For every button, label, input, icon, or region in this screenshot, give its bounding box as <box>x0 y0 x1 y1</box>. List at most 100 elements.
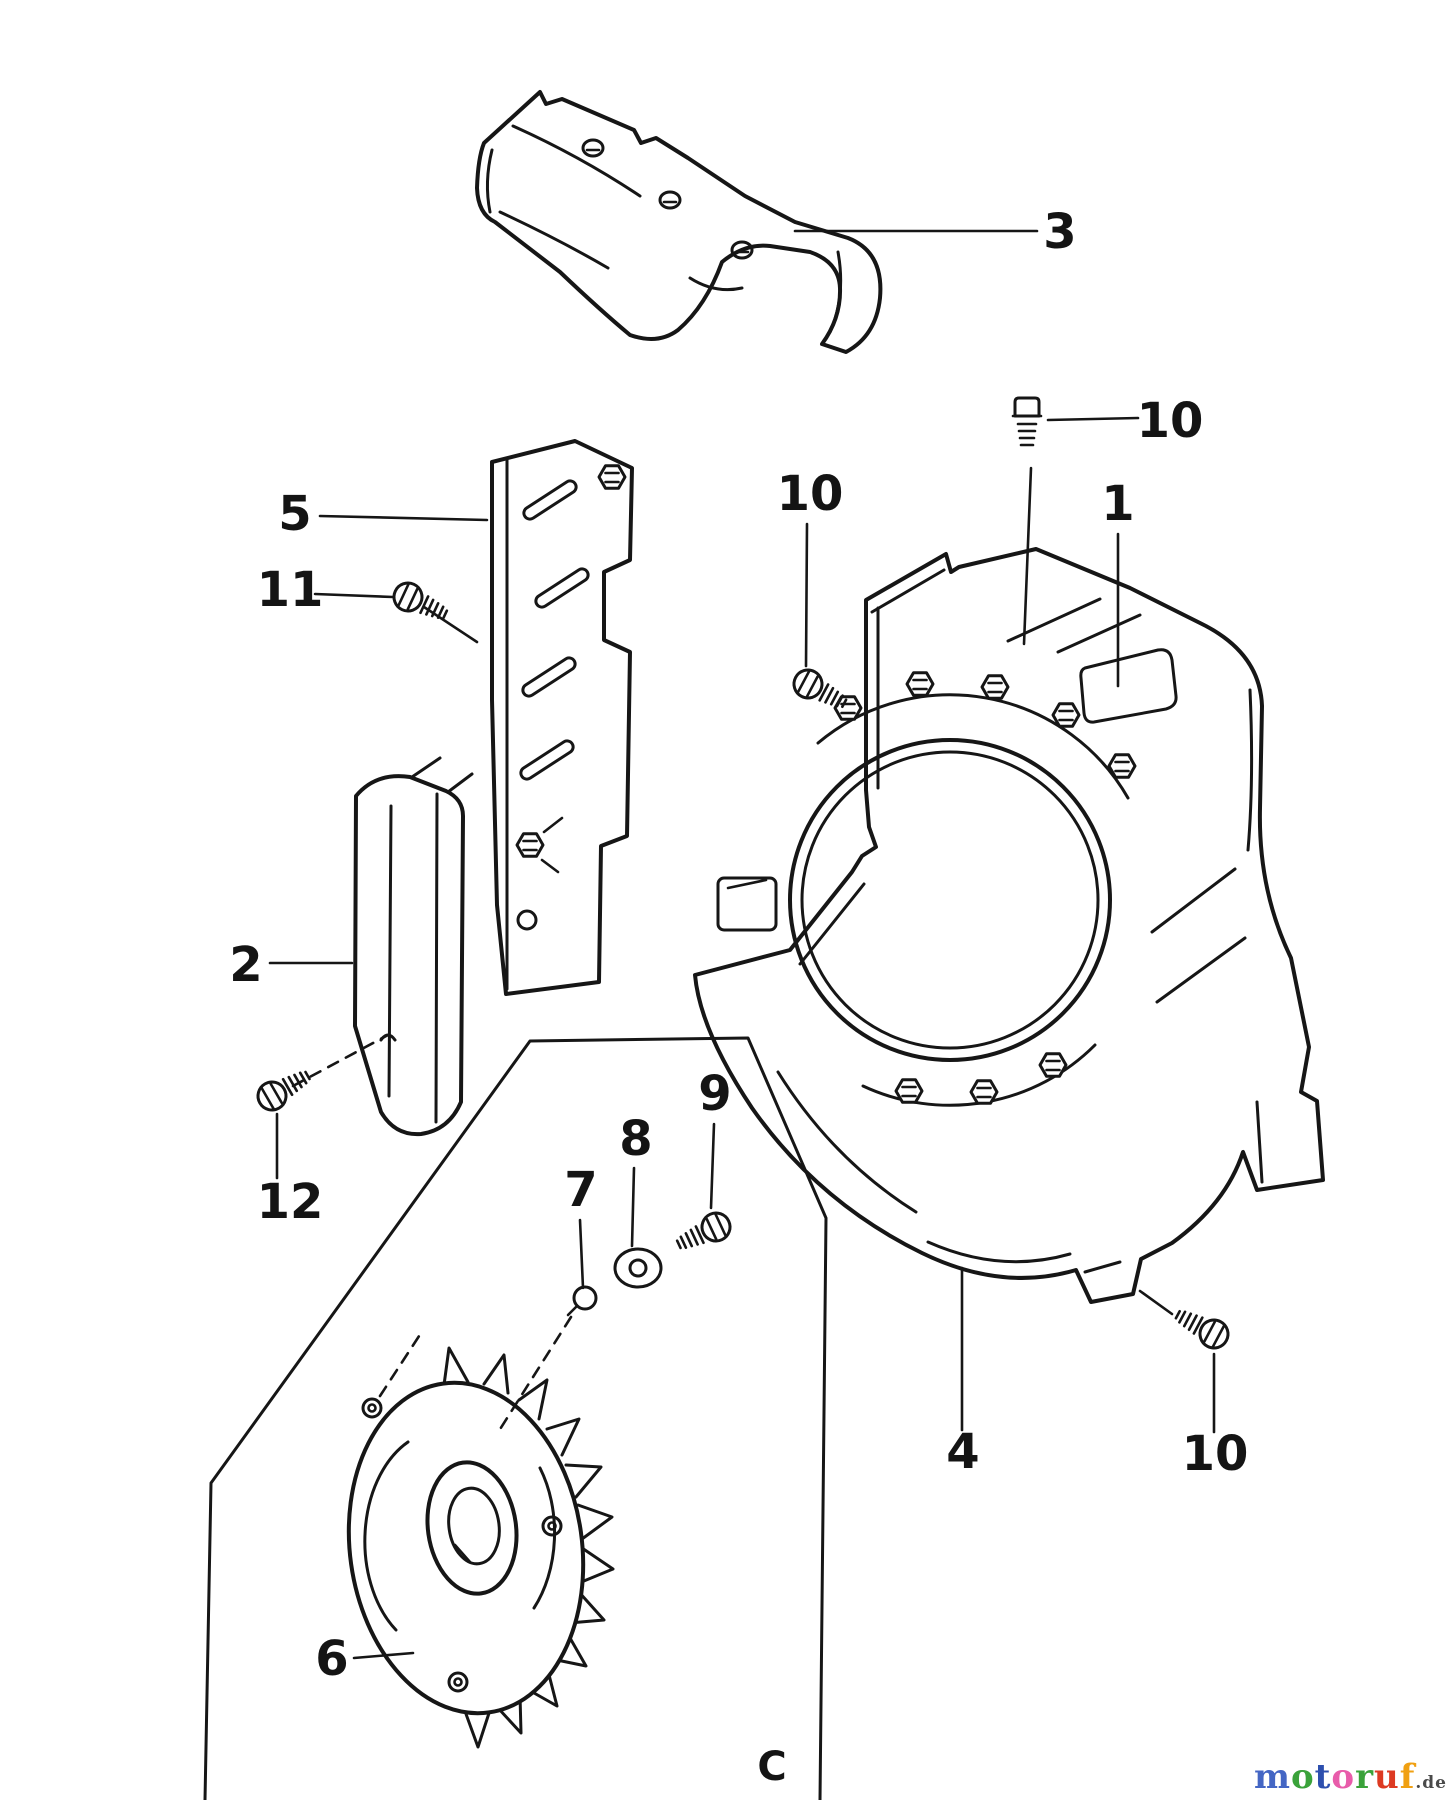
part-9-bolt <box>671 1206 737 1259</box>
fan-blades <box>442 1346 615 1749</box>
flange-bolt <box>894 1078 924 1104</box>
part-5-bracket-plate <box>490 439 634 996</box>
hex-nut <box>597 464 627 490</box>
flange-bolt <box>905 671 935 697</box>
leader-10-bottom-diag <box>1138 1289 1174 1316</box>
fan-axis-dashed <box>378 1328 425 1398</box>
leader-10-top-long <box>1022 466 1033 646</box>
logo-letter: u <box>1374 1757 1400 1797</box>
part-label-5: 5 <box>278 486 311 542</box>
part-label-12: 12 <box>257 1174 324 1230</box>
housing-opening-inner <box>800 750 1100 1050</box>
leader-11b <box>422 605 479 644</box>
leader-11 <box>313 592 395 599</box>
part-5-slot <box>521 656 577 698</box>
part-3-hole <box>730 240 754 260</box>
part-3-cover-bracket <box>475 90 883 354</box>
part-label-8: 8 <box>619 1111 652 1167</box>
flange-bolt <box>980 674 1010 700</box>
fan-bolt-hole <box>541 1515 563 1537</box>
fan-disc <box>346 1380 586 1716</box>
part-3-slot <box>688 276 744 292</box>
fan-disc-arc <box>363 1440 410 1632</box>
part-8-washer <box>613 1247 663 1289</box>
part-label-9: 9 <box>698 1066 731 1122</box>
motoruf-logo: motoruf.de <box>1254 1760 1447 1794</box>
fan-bore <box>447 1486 501 1566</box>
part-label-1: 1 <box>1101 476 1134 532</box>
part-2-tab <box>410 756 474 794</box>
logo-letter: t <box>1314 1757 1332 1797</box>
part-label-7: 7 <box>564 1162 597 1218</box>
flange-bolt <box>1107 753 1137 779</box>
part-2-fold-line <box>434 792 439 1124</box>
fan-hub <box>425 1460 519 1596</box>
logo-letter: m <box>1254 1757 1291 1797</box>
housing-edge-inner <box>870 568 946 614</box>
flange-bolt <box>969 1079 999 1105</box>
motoruf-logo-suffix: .de <box>1415 1773 1447 1793</box>
fan-bolt-hole <box>447 1671 469 1693</box>
part-1-pad <box>1079 648 1178 724</box>
leader-10-top <box>1046 416 1140 422</box>
housing-hatch <box>1150 867 1247 1004</box>
part-3-hole <box>658 190 682 210</box>
part-5-slot <box>519 739 575 781</box>
part-10-screw-bottom <box>1169 1300 1235 1355</box>
part-label-2: 2 <box>229 937 262 993</box>
leader-8 <box>630 1166 636 1248</box>
part-label-4: 4 <box>946 1424 979 1480</box>
logo-letter: o <box>1290 1757 1315 1797</box>
logo-letter: f <box>1399 1757 1416 1797</box>
part-5-slot <box>522 479 578 521</box>
housing-bowl-inner <box>776 1070 918 1214</box>
housing-opening-outer <box>788 738 1112 1062</box>
housing-edge-inner <box>1246 688 1254 852</box>
leader-7-dashed <box>495 1315 573 1436</box>
part-label-11: 11 <box>257 562 324 618</box>
fan-keyway <box>453 1543 472 1564</box>
leader-6 <box>352 1651 415 1660</box>
part-5-hole <box>516 909 538 931</box>
part-3-fold-line <box>511 124 642 198</box>
housing-foot-inner <box>1255 1100 1264 1184</box>
part-2-heat-shield <box>353 756 474 1137</box>
detail-box-outline <box>203 1036 828 1800</box>
housing-flange-arc <box>816 693 1130 800</box>
hex-nut <box>515 832 545 858</box>
leader-12-dashed <box>291 1033 390 1088</box>
leader-10-left <box>804 522 809 668</box>
part-12-screw <box>251 1061 317 1117</box>
part-3-hole <box>581 138 605 158</box>
part-label-10-left: 10 <box>777 466 844 522</box>
part-3-tongue-fold <box>828 250 843 334</box>
part-6-flywheel-fan <box>346 1346 615 1749</box>
part-7-pin <box>566 1285 598 1317</box>
detail-marker-c: C <box>757 1744 786 1790</box>
part-label-10-bottom: 10 <box>1182 1426 1249 1482</box>
leader-9 <box>709 1122 716 1210</box>
part-2-fold-line <box>387 804 393 1098</box>
part-label-10-top: 10 <box>1137 393 1204 449</box>
housing-edge-inner <box>926 1240 1072 1264</box>
flange-bolt <box>1038 1052 1068 1078</box>
housing-window <box>716 876 778 932</box>
housing-tab-inner <box>1083 1260 1122 1274</box>
leader-7 <box>578 1218 585 1290</box>
part-3-cap-fold <box>485 148 494 214</box>
part-4-fan-housing <box>693 547 1325 1304</box>
fan-disc-arc <box>532 1466 557 1610</box>
logo-letter: o <box>1331 1757 1356 1797</box>
part-10-screw-top <box>1011 396 1043 447</box>
logo-letter: r <box>1355 1757 1374 1797</box>
leader-5 <box>318 514 489 522</box>
fan-bolt-hole <box>361 1397 383 1419</box>
flange-bolt <box>1051 702 1081 728</box>
part-3-fold-line <box>498 210 610 270</box>
part-label-6: 6 <box>315 1631 348 1687</box>
part-5-slot <box>534 567 590 609</box>
part-label-3: 3 <box>1043 204 1076 260</box>
motoruf-logo-text: motoruf <box>1254 1757 1415 1797</box>
